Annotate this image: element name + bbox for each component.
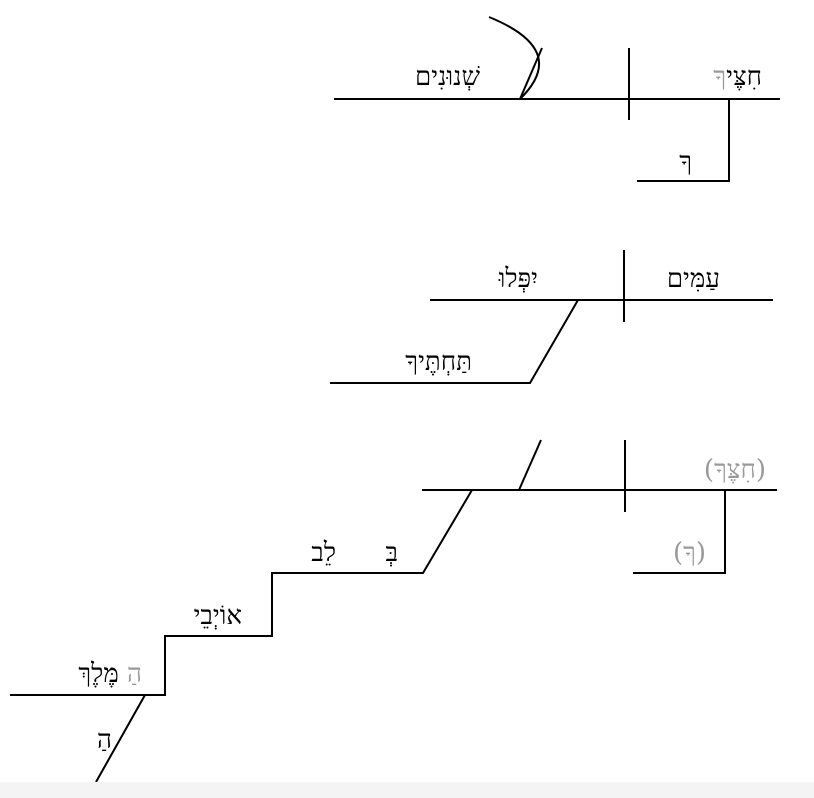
clause-2-subject: עַמִּים: [667, 264, 720, 294]
clause-3-verb-slant: [518, 439, 542, 491]
clause-3: (חִצֶּךָ) (ךָ) בְּ לֵב אוֹיְבֵי הַ מֶּלֶ…: [10, 439, 777, 783]
clause-1-modifier: ךָ: [679, 147, 692, 177]
clause-1-complement-arc: [488, 16, 540, 100]
clause-3-prep-staircase: [10, 489, 473, 696]
clause-3-genitive-2-article: הַ: [127, 659, 142, 689]
clause-1-modifier-line: [637, 99, 730, 182]
clause-1: חִצֶּיךָ שְׁנוּנִים ךָ: [334, 16, 780, 182]
clause-1-subject-main: חִצֶּי: [726, 62, 762, 92]
clause-3-article-slant: [95, 694, 146, 783]
clause-3-modifier-implied: (ךָ): [673, 538, 706, 568]
clause-2: עַמִּים יִפְּלוּ תַּחְתֶּיךָ: [330, 250, 773, 384]
clause-3-preposition: בְּ: [385, 538, 398, 568]
clause-3-genitive-1: אוֹיְבֵי: [194, 601, 242, 631]
clause-1-subject-suffix: ךָ: [713, 62, 726, 92]
clause-3-genitive-2: הַ מֶּלֶךְ: [78, 659, 142, 689]
clause-3-genitive-2-noun: מֶּלֶךְ: [78, 659, 118, 689]
clause-3-subject-implied: (חִצֶּךָ): [704, 455, 766, 485]
clause-3-object: לֵב: [311, 538, 336, 568]
clause-2-prep-object: תַּחְתֶּיךָ: [405, 347, 472, 377]
bottom-strip: [0, 782, 814, 798]
clause-2-verb: יִפְּלוּ: [498, 264, 538, 294]
clause-1-predicate-adjective: שְׁנוּנִים: [415, 62, 481, 92]
clause-1-subject: חִצֶּיךָ: [713, 62, 762, 92]
clause-2-prep-line: [330, 299, 579, 384]
clause-3-article-modifier: הַ: [97, 725, 112, 755]
clause-3-modifier-line: [633, 490, 726, 574]
clause-1-complement-slant: [519, 47, 543, 100]
